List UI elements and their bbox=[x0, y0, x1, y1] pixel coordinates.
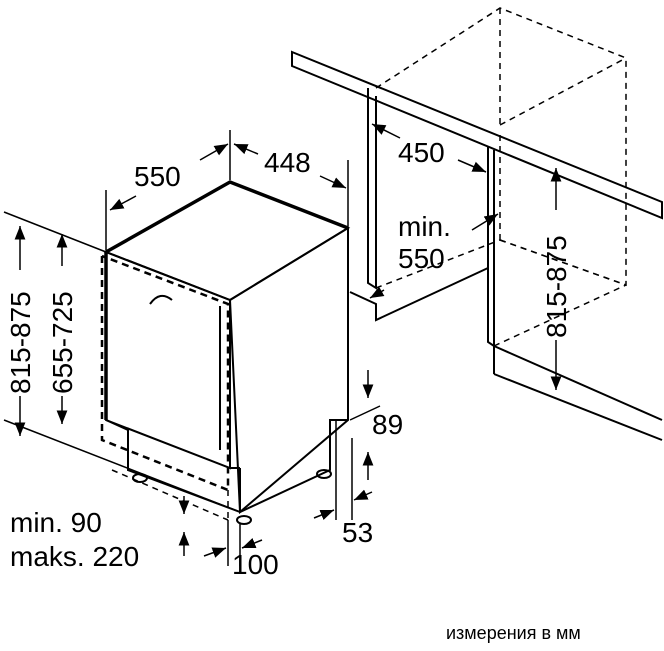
dim-niche-height: 815-875 bbox=[541, 168, 572, 390]
label-niche-height: 815-875 bbox=[541, 235, 572, 338]
label-min: min. bbox=[398, 211, 451, 242]
dim-depth-448: 448 bbox=[233, 143, 349, 226]
dishwasher-body bbox=[100, 180, 351, 525]
dim-plinth-height: min. 90 maks. 220 bbox=[10, 496, 190, 572]
label-89: 89 bbox=[372, 409, 403, 440]
dim-plinth-53: 53 bbox=[313, 438, 373, 548]
dim-width-550: 550 bbox=[105, 130, 231, 250]
foot-back-right bbox=[316, 469, 332, 479]
label-height-outer: 815-875 bbox=[5, 291, 36, 394]
label-min-90: min. 90 bbox=[10, 507, 102, 538]
cabinet-side-panel bbox=[367, 88, 377, 290]
dim-niche-width: min. 550 bbox=[369, 211, 499, 299]
units-caption: измерения в мм bbox=[446, 623, 581, 643]
dim-height-outer: 815-875 bbox=[3, 211, 241, 513]
niche-outline bbox=[291, 7, 663, 441]
dim-plinth-100: 100 bbox=[203, 520, 279, 580]
foot-front-left bbox=[132, 473, 148, 483]
worktop bbox=[291, 50, 663, 220]
label-100: 100 bbox=[232, 549, 279, 580]
dim-niche-depth: 450 bbox=[371, 123, 487, 173]
label-53: 53 bbox=[342, 517, 373, 548]
dim-height-inner: 655-725 bbox=[47, 234, 78, 424]
label-min-550: 550 bbox=[398, 243, 445, 274]
label-550: 550 bbox=[134, 161, 181, 192]
door-handle-icon bbox=[149, 294, 173, 305]
dishwasher-door bbox=[105, 250, 231, 470]
dishwasher-top bbox=[103, 180, 351, 302]
label-448: 448 bbox=[264, 147, 311, 178]
cabinet-right-panel bbox=[487, 146, 495, 348]
dim-plinth-89: 89 bbox=[335, 370, 403, 520]
foot-front-right bbox=[236, 515, 252, 525]
label-height-inner: 655-725 bbox=[47, 291, 78, 394]
label-maks-220: maks. 220 bbox=[10, 541, 139, 572]
label-450: 450 bbox=[398, 137, 445, 168]
